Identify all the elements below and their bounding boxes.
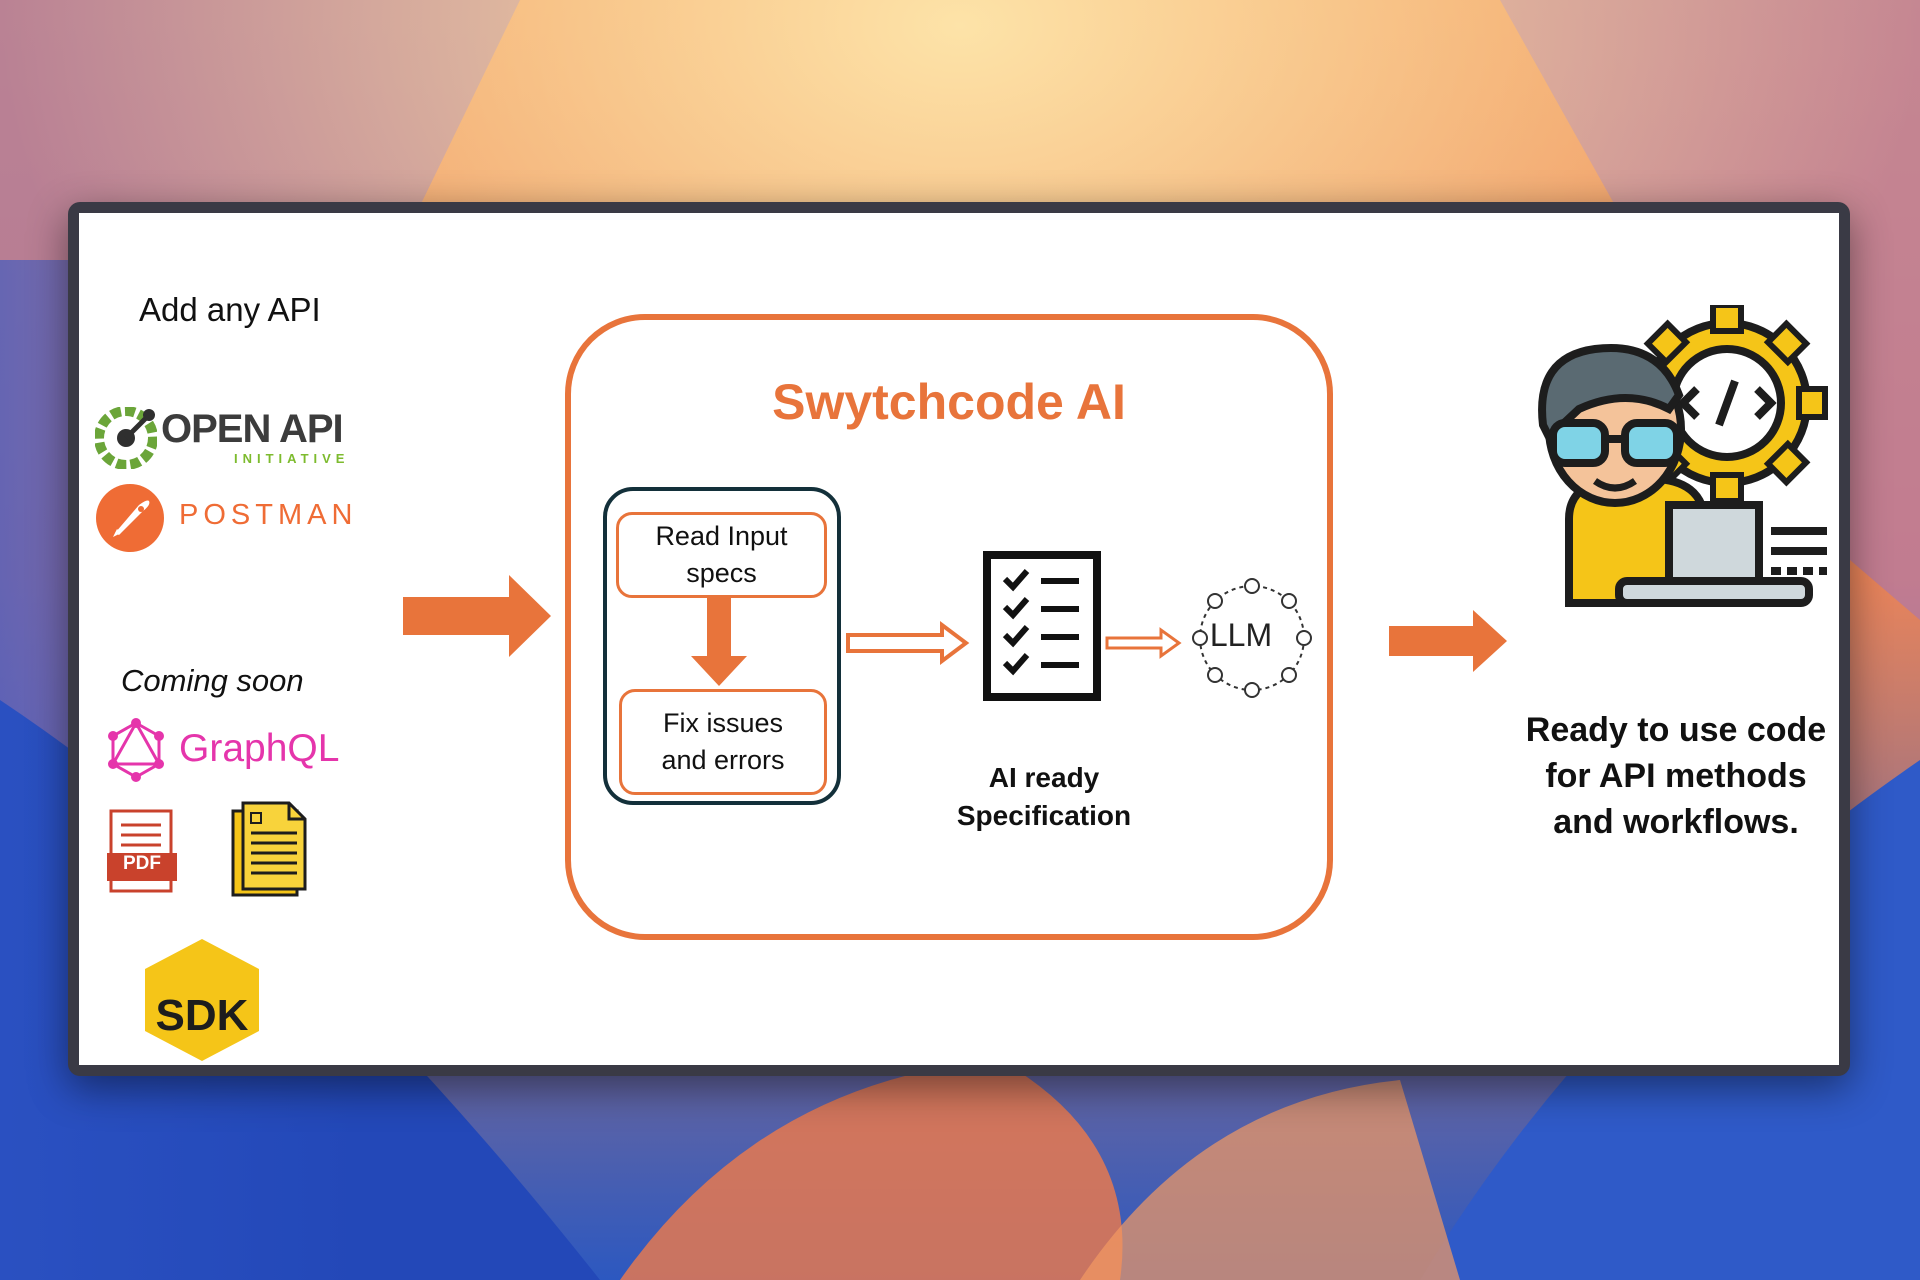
llm-network-icon: [1192, 578, 1312, 698]
coming-soon-heading: Coming soon: [121, 663, 304, 698]
openapi-subtitle: INITIATIVE: [234, 451, 350, 466]
pdf-file-icon: [107, 809, 177, 893]
input-arrow-icon: [403, 575, 551, 657]
checklist-icon: [983, 551, 1101, 701]
openapi-name: OPEN API: [161, 407, 344, 451]
step-fix-issues: Fix issues and errors: [619, 689, 827, 795]
graphql-logo-icon: [108, 718, 164, 782]
openapi-logo-icon: [95, 407, 157, 469]
processor-title: Swytchcode AI: [772, 374, 1126, 430]
pdf-label: PDF: [123, 853, 161, 874]
diagram-slide: Add any API OPEN API INITIATIVE POSTMAN …: [79, 213, 1839, 1065]
hollow-arrow-small-icon: [1105, 627, 1182, 659]
hollow-arrow-icon: [846, 621, 970, 665]
sdk-hexagon-icon: [145, 939, 259, 1061]
llm-label: LLM: [1209, 617, 1273, 653]
postman-name: POSTMAN: [179, 499, 358, 531]
ai-ready-spec-label: AI ready Specification: [956, 762, 1132, 831]
output-description: Ready to use code for API methods and wo…: [1525, 711, 1827, 841]
step-read-input: Read Input specs: [616, 512, 827, 598]
preprocessing-frame: [603, 487, 841, 805]
output-arrow-icon: [1389, 610, 1507, 672]
text-document-icon: [231, 801, 307, 897]
sdk-label: SDK: [155, 991, 249, 1040]
postman-rocket-icon: [96, 484, 164, 552]
step-down-arrow-icon: [691, 598, 747, 686]
developer-with-gear-icon: [1538, 305, 1828, 607]
input-heading: Add any API: [139, 291, 321, 328]
slide-window: Add any API OPEN API INITIATIVE POSTMAN …: [68, 202, 1850, 1076]
graphql-name: GraphQL: [179, 727, 340, 770]
swytchcode-ai-box: [565, 314, 1333, 940]
